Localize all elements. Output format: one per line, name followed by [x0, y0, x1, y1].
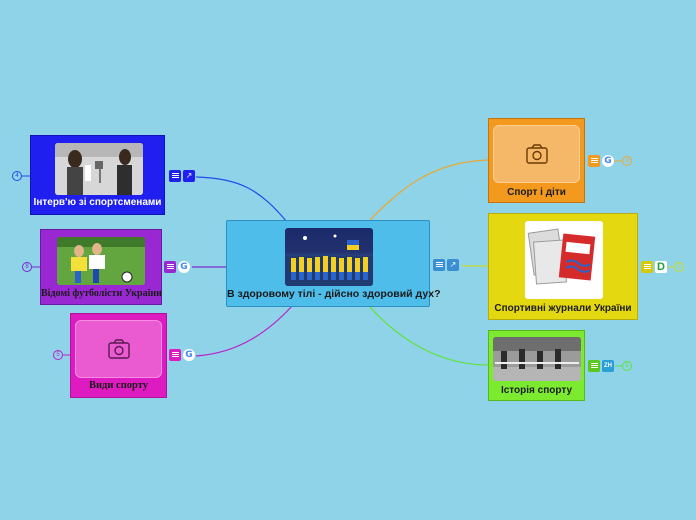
node-footballers-count[interactable]: 8 — [22, 262, 32, 272]
notes-icon[interactable] — [164, 261, 176, 273]
node-sports-types-label: Види спорту — [89, 380, 148, 391]
node-history-count[interactable]: 5 — [622, 361, 632, 371]
history-photo — [493, 337, 581, 381]
interview-photo — [55, 143, 143, 195]
node-kids[interactable]: Спорт і діти — [488, 118, 585, 203]
node-history[interactable]: Історія спорту — [488, 330, 585, 401]
footballers-photo — [57, 237, 145, 285]
node-kids-count[interactable]: 3 — [622, 156, 632, 166]
team-photo — [285, 228, 373, 286]
central-topic[interactable]: В здоровому тілі - дійсно здоровий дух? — [226, 220, 441, 307]
notes-icon[interactable] — [641, 261, 653, 273]
link-interviews — [195, 176, 288, 223]
node-magazines-count[interactable]: 2 — [674, 262, 684, 272]
google-icon[interactable]: G — [178, 261, 190, 273]
node-kids-label: Спорт і діти — [507, 187, 566, 198]
notes-icon[interactable] — [169, 170, 181, 182]
link-history — [369, 306, 489, 366]
node-interviews[interactable]: Інтерв'ю зі спортсменами — [30, 135, 165, 215]
notes-icon[interactable] — [588, 155, 600, 167]
camera-icon — [108, 339, 130, 359]
magazines-photo — [525, 221, 603, 299]
link-icon[interactable]: ↗ — [183, 170, 195, 182]
link-kids — [369, 159, 489, 221]
central-title: В здоровому тілі - дійсно здоровий дух? — [227, 288, 441, 300]
node-footballers[interactable]: Відомі футболісти України — [40, 229, 162, 305]
node-interviews-label: Інтерв'ю зі спортсменами — [33, 197, 162, 208]
node-magazines-label: Спортивні журнали України — [494, 303, 632, 314]
link-sports-types — [195, 305, 293, 357]
node-sports-types[interactable]: Види спорту — [70, 313, 167, 398]
node-footballers-label: Відомі футболісти України — [41, 288, 162, 299]
camera-placeholder — [75, 320, 162, 378]
notes-icon[interactable] — [588, 360, 600, 372]
node-interviews-count[interactable]: 4 — [12, 171, 22, 181]
camera-placeholder — [493, 125, 580, 183]
notes-icon[interactable] — [169, 349, 181, 361]
zh-icon[interactable]: ZH — [602, 360, 614, 372]
link-icon[interactable]: ↗ — [447, 259, 459, 271]
drive-icon[interactable]: D — [655, 261, 667, 273]
notes-icon[interactable] — [433, 259, 445, 271]
google-icon[interactable]: G — [183, 349, 195, 361]
node-sports-types-count[interactable]: 5 — [53, 350, 63, 360]
node-magazines[interactable]: Спортивні журнали України — [488, 213, 638, 320]
camera-icon — [526, 144, 548, 164]
node-history-label: Історія спорту — [500, 385, 573, 396]
google-icon[interactable]: G — [602, 155, 614, 167]
